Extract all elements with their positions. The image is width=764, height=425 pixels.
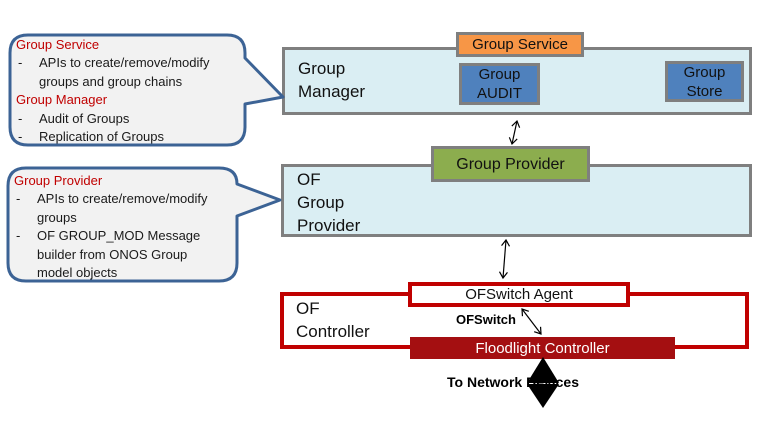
callout-bullet-item: APIs to create/remove/modify groups [10,190,222,227]
group-provider-box: Group Provider [431,146,590,182]
floodlight-controller-box: Floodlight Controller [410,337,675,359]
ofswitch-agent-label: OFSwitch Agent [465,286,573,303]
group-provider-label: Group Provider [456,155,565,173]
of-group-provider-label: OF Group Provider [297,170,361,235]
group-audit-label: Group AUDIT [477,66,522,102]
callout-group-provider: Group Provider APIs to create/remove/mod… [4,164,294,286]
manager-provider-arrow [508,119,521,146]
ofswitch-caption: OFSwitch [456,312,516,327]
floodlight-controller-label: Floodlight Controller [475,339,610,357]
group-manager-label: Group Manager [298,59,366,101]
callout-heading: Group Provider [14,173,103,188]
to-network-devices-caption: To Network Devices [447,374,580,390]
provider-agent-arrow [498,238,511,280]
group-store-box: Group Store [665,61,744,102]
of-controller-label: OF Controller [296,299,370,341]
callout-heading: Group Manager [16,92,108,108]
callout-bullet-item: Audit of Groups [12,110,224,129]
group-service-box: Group Service [456,32,584,57]
group-store-label: Group Store [683,63,726,100]
ofswitch-agent-box: OFSwitch Agent [408,282,630,307]
group-service-label: Group Service [472,36,568,53]
callout-bullet-item: APIs to create/remove/modify groups and … [12,54,224,91]
group-audit-box: Group AUDIT [459,63,540,105]
callout-group-service-manager: Group Service APIs to create/remove/modi… [6,31,296,151]
callout-bullet-item: OF GROUP_MOD Message builder from ONOS G… [10,227,222,282]
callout-heading: Group Service [16,37,100,52]
callout-bullet-item: Replication of Groups [12,128,224,147]
